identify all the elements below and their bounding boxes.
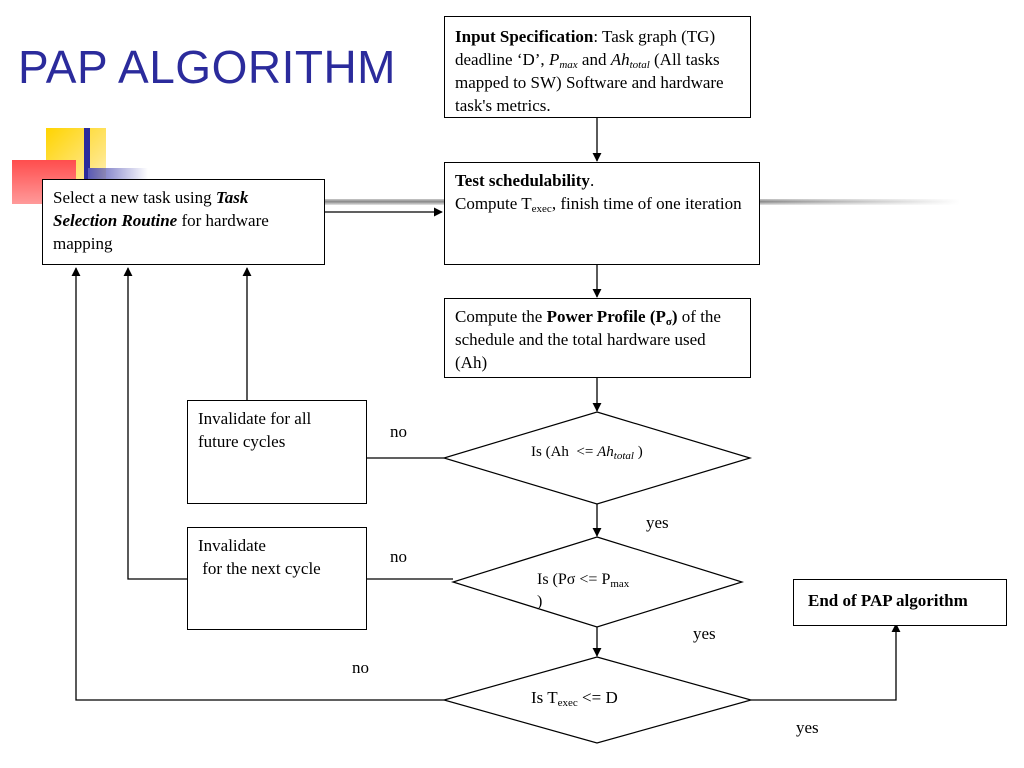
decor-blue-bar [84,128,90,188]
page-title: PAP ALGORITHM [18,41,397,93]
label-no-decision1: no [390,422,407,441]
power-profile-box: Compute the Power Profile (Pσ) of the sc… [444,298,751,378]
end-of-algorithm-box: End of PAP algorithm [793,579,1007,626]
decision-diamond-3 [441,656,754,744]
select-task-box: Select a new task using Task Selection R… [42,179,325,265]
label-yes-decision3: yes [796,718,819,737]
test-schedulability-box: Test schedulability. Compute Texec, fini… [444,162,760,265]
label-no-decision2: no [390,547,407,566]
decision1-text: Is (Ah <= Ahtotal ) [531,444,643,462]
decor-rule-fade [760,199,960,205]
label-yes-decision1: yes [646,513,669,532]
invalidate-all-box: Invalidate for all future cycles [187,400,367,504]
label-yes-decision2: yes [693,624,716,643]
decision-diamond-1 [441,411,753,505]
edge-invalidate-next-to-select [123,267,187,580]
invalidate-next-box: Invalidate for the next cycle [187,527,367,630]
label-no-decision3: no [352,658,369,677]
edge-decision3-yes [751,623,901,701]
input-specification-box: Input Specification: Task graph (TG) dea… [444,16,751,118]
decision-diamond-2 [450,536,745,628]
decision2-text: Is (Pσ <= Pmax) [537,571,630,610]
edge-decision3-no [71,267,444,701]
decision3-text: Is Texec <= D [531,688,618,709]
